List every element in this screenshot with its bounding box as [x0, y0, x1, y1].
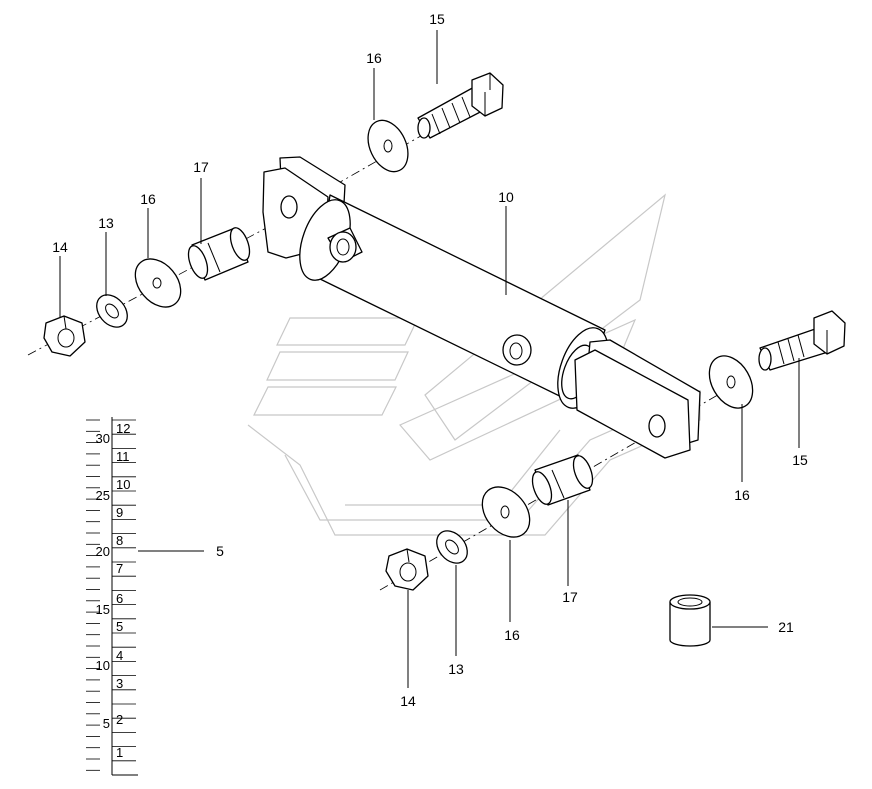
cylinder-part-10 — [262, 156, 701, 459]
callout-13-lower: 13 — [448, 661, 464, 677]
callout-17-left: 17 — [193, 159, 209, 175]
callout-13-left: 13 — [98, 215, 114, 231]
lock-washer-part-13-lower — [436, 530, 468, 564]
ruler-in-5: 5 — [116, 619, 123, 634]
bolt-part-15-upper — [417, 72, 504, 139]
callout-labels: 15 16 17 16 13 14 10 16 15 5 17 16 13 14… — [52, 11, 808, 709]
callout-16-right: 16 — [734, 487, 750, 503]
washer-part-16-right — [708, 355, 754, 409]
callout-14-left: 14 — [52, 239, 68, 255]
leader-lines — [59, 30, 800, 688]
ruler-mm-25: 25 — [96, 488, 110, 503]
ruler-in-6: 6 — [116, 591, 123, 606]
ruler-in-2: 2 — [116, 712, 123, 727]
ruler-in-11: 11 — [116, 449, 130, 464]
callout-17-lower: 17 — [562, 589, 578, 605]
ruler-mm-5: 5 — [103, 716, 110, 731]
ruler-mm-20: 20 — [96, 544, 110, 559]
callout-15-upper: 15 — [429, 11, 445, 27]
ruler-in-3: 3 — [116, 676, 123, 691]
washer-part-16-upper — [367, 119, 409, 173]
ruler-in-9: 9 — [116, 505, 123, 520]
callout-10: 10 — [498, 189, 514, 205]
scale-ruler: 30 25 20 15 10 5 12 11 10 9 8 7 6 5 4 3 … — [86, 417, 138, 776]
lock-washer-part-13-left — [96, 294, 128, 328]
callout-5: 5 — [216, 543, 224, 559]
callout-21: 21 — [778, 619, 794, 635]
callout-16-lower: 16 — [504, 627, 520, 643]
bushing-part-21 — [669, 594, 711, 647]
washer-part-16-left — [134, 258, 182, 308]
ruler-in-1: 1 — [116, 745, 123, 760]
callout-15-right: 15 — [792, 452, 808, 468]
sleeve-part-17-left — [187, 227, 251, 281]
bolt-part-15-right — [758, 310, 846, 371]
nut-part-14-left — [43, 315, 86, 357]
callout-16-left: 16 — [140, 191, 156, 207]
nut-part-14-lower — [385, 548, 429, 591]
ruler-in-10: 10 — [116, 477, 130, 492]
ruler-mm-15: 15 — [96, 602, 110, 617]
ruler-mm-30: 30 — [96, 431, 110, 446]
ruler-mm-10: 10 — [96, 658, 110, 673]
washer-part-16-lower — [481, 486, 531, 538]
ruler-in-8: 8 — [116, 533, 123, 548]
ruler-in-7: 7 — [116, 561, 123, 576]
ruler-in-4: 4 — [116, 648, 123, 663]
ruler-ticks — [86, 419, 136, 771]
callout-14-lower: 14 — [400, 693, 416, 709]
sleeve-part-17-lower — [531, 454, 594, 506]
ruler-in-12: 12 — [116, 421, 130, 436]
callout-16-upper: 16 — [366, 50, 382, 66]
